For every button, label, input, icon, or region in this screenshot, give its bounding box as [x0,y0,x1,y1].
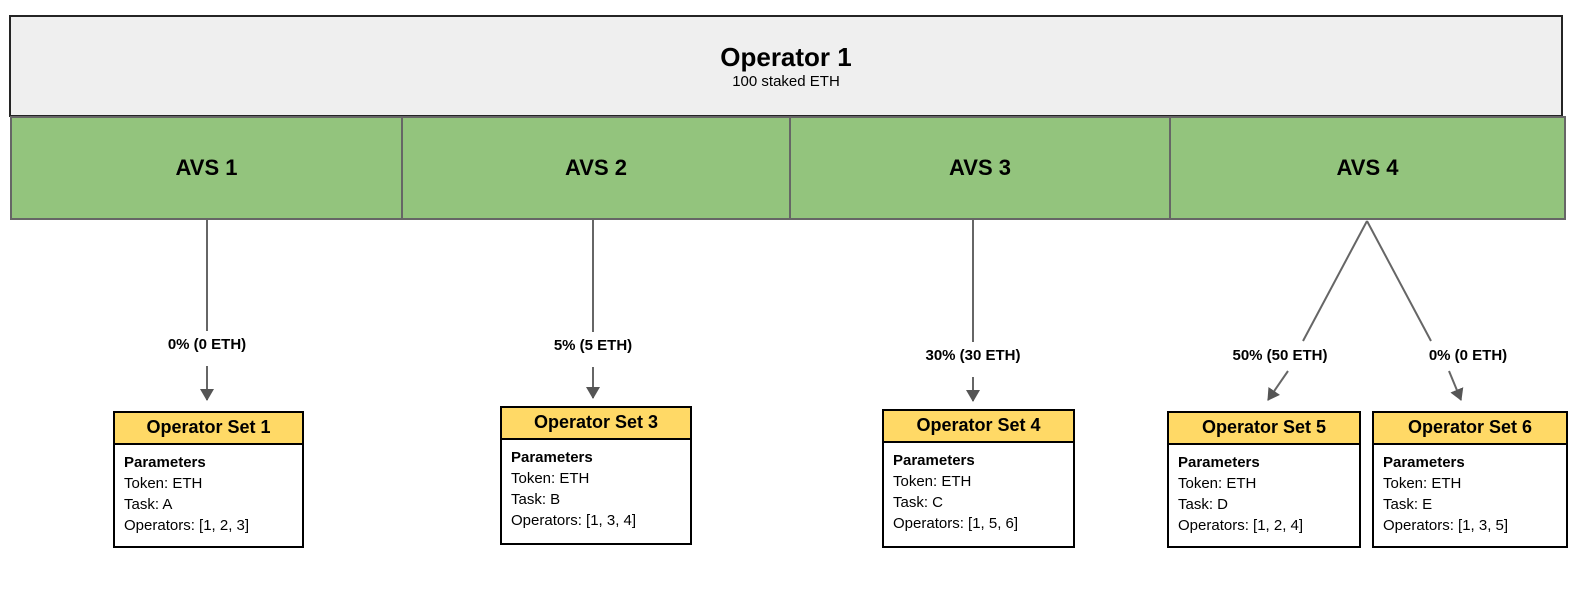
task-line: Task: D [1178,496,1229,513]
parameters-heading: Parameters [1178,454,1260,471]
avs-block-4: AVS 4 [1169,116,1566,220]
allocation-label-avs4-right: 0% (0 ETH) [1428,347,1508,364]
operators-line: Operators: [1, 3, 5] [1383,517,1509,534]
operator-set-4-box: Operator Set 4 Parameters Token: ETH Tas… [882,409,1075,548]
parameters-heading: Parameters [124,454,206,471]
avs-label: AVS 4 [1336,155,1399,180]
operator-set-title: Operator Set 3 [502,408,690,440]
operator-set-title: Operator Set 1 [115,413,302,445]
operators-line: Operators: [1, 5, 6] [893,515,1019,532]
operator-set-title: Operator Set 4 [884,411,1073,443]
task-line: Task: B [511,491,561,508]
operator-set-6-box: Operator Set 6 Parameters Token: ETH Tas… [1372,411,1568,548]
allocation-label-avs2: 5% (5 ETH) [553,337,633,354]
token-line: Token: ETH [511,470,590,487]
parameters-heading: Parameters [893,452,975,469]
parameters-heading: Parameters [511,449,593,466]
operator-set-title: Operator Set 5 [1169,413,1359,445]
operator-set-body: Parameters Token: ETH Task: D Operators:… [1169,445,1359,543]
avs-block-2: AVS 2 [401,116,791,220]
task-line: Task: E [1383,496,1433,513]
allocation-label-avs4-left: 50% (50 ETH) [1232,347,1328,364]
operator-set-body: Parameters Token: ETH Task: E Operators:… [1374,445,1566,543]
token-line: Token: ETH [1383,475,1462,492]
operator-set-title: Operator Set 6 [1374,413,1566,445]
operator-set-3-box: Operator Set 3 Parameters Token: ETH Tas… [500,406,692,545]
task-line: Task: A [124,496,173,513]
parameters-heading: Parameters [1383,454,1465,471]
operators-line: Operators: [1, 2, 3] [124,517,250,534]
operators-line: Operators: [1, 2, 4] [1178,517,1304,534]
avs-label: AVS 1 [175,155,238,180]
allocation-label-avs1: 0% (0 ETH) [167,336,247,353]
allocation-label-avs3: 30% (30 ETH) [925,347,1021,364]
operator-set-1-box: Operator Set 1 Parameters Token: ETH Tas… [113,411,304,548]
operator-stake-subtitle: 100 staked ETH [732,72,840,90]
operator-set-body: Parameters Token: ETH Task: B Operators:… [502,440,690,538]
operator-box: Operator 1 100 staked ETH [9,15,1563,117]
token-line: Token: ETH [124,475,203,492]
avs-label: AVS 2 [565,155,627,180]
operator-set-body: Parameters Token: ETH Task: A Operators:… [115,445,302,543]
task-line: Task: C [893,494,944,511]
token-line: Token: ETH [893,473,972,490]
avs-block-1: AVS 1 [10,116,403,220]
avs-block-3: AVS 3 [789,116,1171,220]
operator-title: Operator 1 [720,41,852,72]
avs-label: AVS 3 [949,155,1011,180]
token-line: Token: ETH [1178,475,1257,492]
operator-set-body: Parameters Token: ETH Task: C Operators:… [884,443,1073,541]
operator-set-5-box: Operator Set 5 Parameters Token: ETH Tas… [1167,411,1361,548]
operators-line: Operators: [1, 3, 4] [511,512,637,529]
